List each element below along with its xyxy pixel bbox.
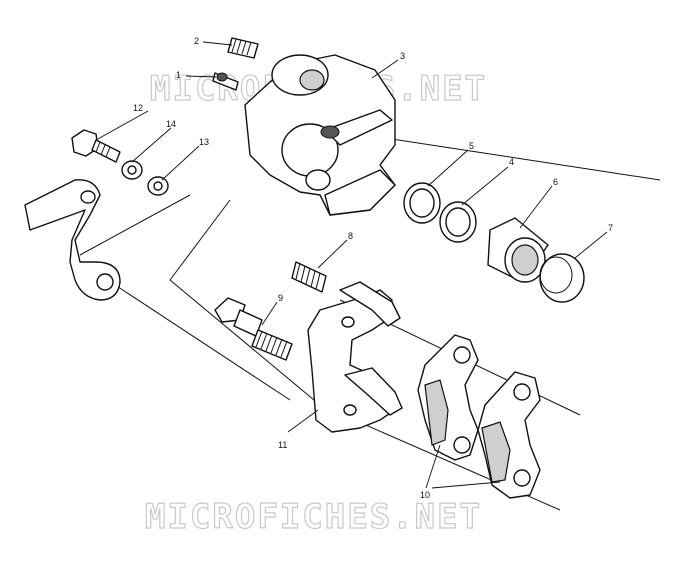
spring-upper <box>291 261 327 293</box>
mounting-arm <box>24 179 121 301</box>
threaded-plug <box>227 37 259 59</box>
bleeder-screw <box>212 72 239 91</box>
callout-10: 10 <box>420 490 430 500</box>
piston-seals <box>403 182 477 243</box>
callout-labels: 1 2 3 4 5 6 7 8 9 10 11 12 13 14 <box>133 36 613 500</box>
callout-2: 2 <box>194 36 199 46</box>
callout-11: 11 <box>278 440 287 450</box>
callout-3: 3 <box>400 51 405 61</box>
callout-1: 1 <box>176 70 181 80</box>
caliper-bracket <box>307 281 403 433</box>
callout-8: 8 <box>348 231 353 241</box>
piston-cap <box>539 253 585 303</box>
caliper-body <box>244 54 396 216</box>
callout-5: 5 <box>469 141 474 151</box>
bolt-and-washers <box>71 129 169 196</box>
callout-4: 4 <box>509 157 514 167</box>
callout-6: 6 <box>553 177 558 187</box>
callout-13: 13 <box>199 137 209 147</box>
guide-pin <box>214 297 293 361</box>
callout-7: 7 <box>608 223 613 233</box>
watermark-bottom: MICROFICHES.NET <box>145 497 482 537</box>
callout-14: 14 <box>166 119 176 129</box>
leader-lines <box>95 41 608 489</box>
callout-9: 9 <box>278 293 283 303</box>
piston <box>487 217 549 283</box>
brake-pads <box>417 334 541 499</box>
callout-12: 12 <box>133 103 143 113</box>
